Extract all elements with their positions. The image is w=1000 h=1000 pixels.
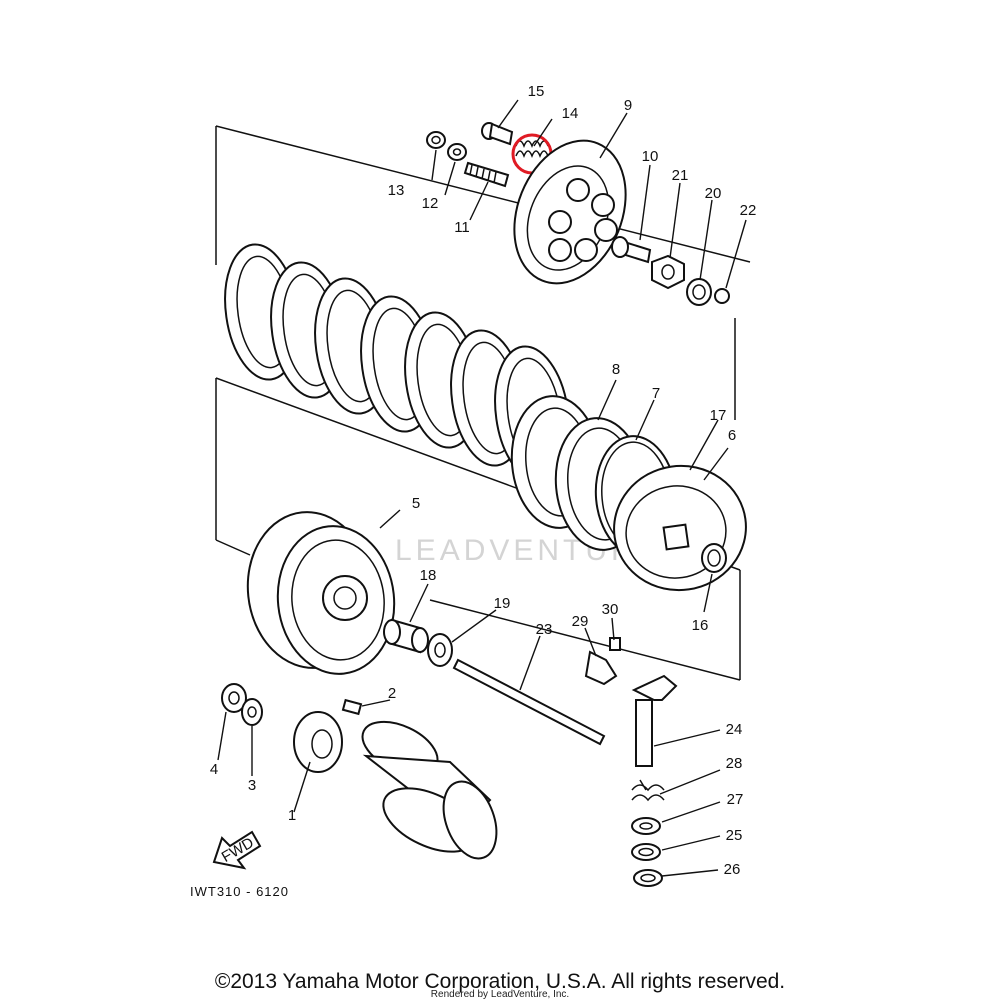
part-10-push-rod[interactable] [611,236,652,264]
diagram-code-label: IWT310 - 6120 [190,884,289,899]
callout-15[interactable]: 15 [528,83,545,100]
callout-24[interactable]: 24 [726,721,743,738]
callout-13[interactable]: 13 [388,182,405,199]
callout-11[interactable]: 11 [454,219,470,236]
part-18-spacer[interactable] [383,618,429,654]
callout-3[interactable]: 3 [248,777,256,794]
part-22-ball[interactable] [714,288,730,304]
callout-14[interactable]: 14 [562,105,579,122]
callout-22[interactable]: 22 [740,202,757,219]
callout-20[interactable]: 20 [705,185,722,202]
crankshaft-illustration [361,720,498,860]
part-12-washer[interactable] [447,143,467,161]
callout-9[interactable]: 9 [624,97,632,114]
callout-12[interactable]: 12 [422,195,439,212]
callout-1[interactable]: 1 [288,807,296,824]
callout-10[interactable]: 10 [642,148,659,165]
part-2-key[interactable] [341,698,363,716]
part-5-clutch-housing[interactable] [240,506,401,680]
callout-30[interactable]: 30 [602,601,619,618]
part-29-lever[interactable] [584,650,618,686]
part-9-pressure-plate[interactable] [494,124,646,300]
callout-28[interactable]: 28 [726,755,743,772]
part-16-washer[interactable] [701,543,727,573]
fwd-arrow-icon: FWD [212,830,262,870]
callout-18[interactable]: 18 [420,567,437,584]
callout-7[interactable]: 7 [652,385,660,402]
render-credit: Rendered by LeadVenture, Inc. [430,989,570,1000]
part-13-nut[interactable] [426,131,446,149]
clutch-plate-stack[interactable] [217,240,577,487]
callout-8[interactable]: 8 [612,361,620,378]
part-21-nut[interactable] [651,254,685,290]
callout-21[interactable]: 21 [672,167,689,184]
callout-25[interactable]: 25 [726,827,743,844]
part-28-spring[interactable] [631,779,665,802]
callout-numbers: 1 2 3 4 5 6 7 8 9 10 11 12 13 14 15 16 1… [210,83,757,878]
callout-26[interactable]: 26 [724,861,741,878]
part-25-oil-seal[interactable] [631,843,661,861]
part-24-push-lever[interactable] [631,674,678,767]
part-1-primary-gear[interactable] [293,711,343,773]
callout-17[interactable]: 17 [710,407,727,424]
callout-2[interactable]: 2 [388,685,396,702]
callout-6[interactable]: 6 [728,427,736,444]
copyright-notice: ©2013 Yamaha Motor Corporation, U.S.A. A… [214,970,786,993]
callout-23[interactable]: 23 [536,621,553,638]
part-27-washer[interactable] [631,817,661,835]
part-4-nut[interactable] [221,683,247,713]
part-20-lock-washer[interactable] [686,278,712,306]
part-11-stud-bolt[interactable] [463,161,510,188]
callout-5[interactable]: 5 [412,495,420,512]
part-15-bolt[interactable] [481,122,514,146]
part-23-push-rod[interactable] [452,658,606,746]
callout-29[interactable]: 29 [572,613,589,630]
part-30-screw[interactable] [609,637,621,651]
leader-lines [217,99,747,877]
callout-19[interactable]: 19 [494,595,511,612]
part-26-bearing[interactable] [633,869,663,887]
callout-27[interactable]: 27 [727,791,744,808]
part-19-washer[interactable] [427,633,453,667]
callout-4[interactable]: 4 [210,761,218,778]
part-3-washer[interactable] [241,698,263,726]
callout-16[interactable]: 16 [692,617,709,634]
